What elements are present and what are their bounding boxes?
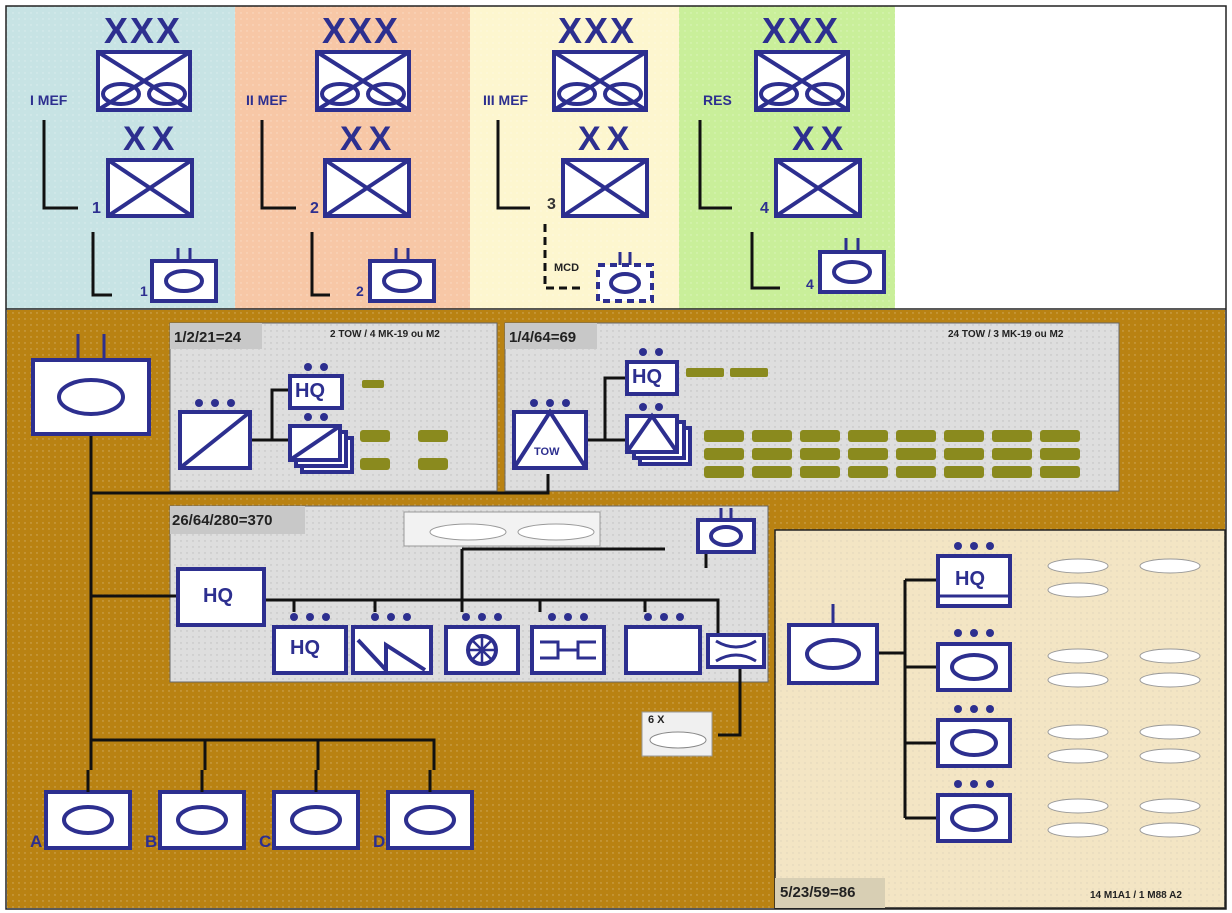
company-label-d: D	[373, 832, 385, 852]
tow-platoon-count: 1/2/21=24	[174, 329, 241, 346]
echelon-xxx-3: XXX	[558, 10, 636, 52]
recovery-label: 6 X	[648, 714, 665, 726]
echelon-xxx-1: XXX	[104, 10, 182, 52]
hq-platoon-hq-label: HQ	[290, 637, 320, 660]
tow-company-equipment: 24 TOW / 3 MK-19 ou M2	[948, 329, 1063, 340]
hq-company-hq-label: HQ	[203, 585, 233, 608]
mef-label-2: II MEF	[246, 92, 287, 108]
tank-hq-label: HQ	[955, 568, 985, 591]
mef-label-4: RES	[703, 92, 732, 108]
echelon-xxx-4: XXX	[762, 10, 840, 52]
div-number-2: 2	[310, 200, 319, 218]
div-number-4: 4	[760, 200, 769, 218]
echelon-xx-4: XX	[792, 120, 849, 159]
company-label-a: A	[30, 832, 42, 852]
echelon-xx-2: XX	[340, 120, 397, 159]
bn-number-3: MCD	[554, 262, 579, 274]
mef-label-1: I MEF	[30, 92, 67, 108]
tow-symbol-text: TOW	[534, 446, 559, 458]
div-number-3: 3	[547, 196, 556, 214]
company-label-c: C	[259, 832, 271, 852]
tank-company-equipment: 14 M1A1 / 1 M88 A2	[1090, 890, 1182, 901]
echelon-xxx-2: XXX	[322, 10, 400, 52]
div-number-1: 1	[92, 200, 101, 218]
tow-company-count: 1/4/64=69	[509, 329, 576, 346]
echelon-xx-3: XX	[578, 120, 635, 159]
bn-number-2: 2	[356, 283, 364, 299]
mef-label-3: III MEF	[483, 92, 528, 108]
bn-number-1: 1	[140, 283, 148, 299]
company-label-b: B	[145, 832, 157, 852]
bn-number-4: 4	[806, 276, 814, 292]
tow-company-hq-label: HQ	[632, 366, 662, 389]
tank-company-count: 5/23/59=86	[780, 884, 856, 901]
echelon-xx-1: XX	[123, 120, 180, 159]
tow-platoon-equipment: 2 TOW / 4 MK-19 ou M2	[330, 329, 440, 340]
hq-company-count: 26/64/280=370	[172, 512, 273, 529]
tow-platoon-hq-label: HQ	[295, 380, 325, 403]
